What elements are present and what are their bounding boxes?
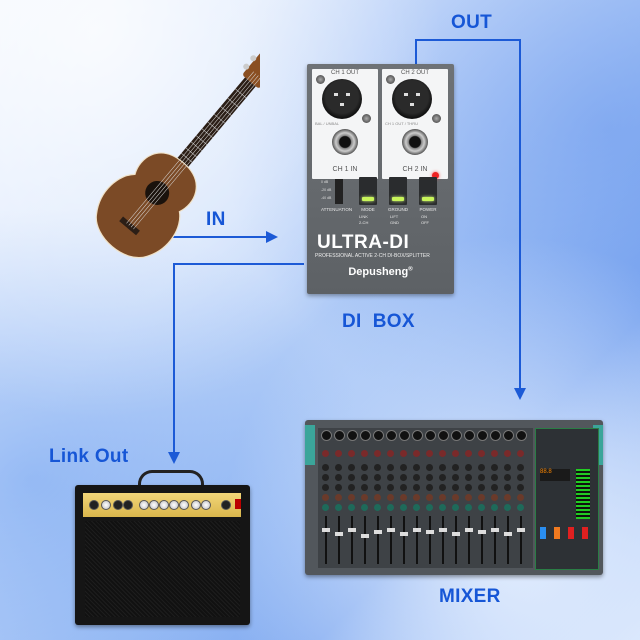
- ch2-xlr-output-icon: [392, 79, 432, 119]
- power-opt-on: ON: [421, 214, 427, 219]
- in-label: IN: [206, 209, 226, 230]
- power-switch[interactable]: [419, 177, 437, 205]
- mode-opt-2ch: 2-CH: [359, 220, 369, 225]
- mode-opt-link: LINK: [359, 214, 368, 219]
- power-opt-off: OFF: [421, 220, 429, 225]
- power-led-icon: [432, 172, 439, 179]
- out-label: OUT: [451, 12, 493, 33]
- link-out-wire: [168, 263, 304, 464]
- mixer-device: 88.8: [305, 420, 603, 575]
- screw-icon: [432, 114, 441, 123]
- amp-handle: [138, 470, 204, 491]
- mixer-label: MIXER: [439, 586, 501, 607]
- atten-40db: -40 dB: [321, 196, 332, 200]
- ch1-in-label: CH 1 IN: [332, 166, 358, 173]
- amp-control-panel: [83, 493, 241, 517]
- ch2-panel: CH 2 OUT CH 1 OUT / THRU CH 2 IN: [382, 69, 448, 179]
- out-wire: [415, 39, 526, 400]
- brand-title: ULTRA-DI: [317, 232, 410, 253]
- mode-switch[interactable]: [359, 177, 377, 205]
- ch2-input-jack-icon: [402, 129, 428, 155]
- screw-icon: [316, 75, 325, 84]
- di-box-label: DI BOX: [342, 311, 415, 332]
- ch2-in-label: CH 2 IN: [402, 166, 428, 173]
- mixer-display: 88.8: [540, 469, 570, 481]
- attenuation-slider[interactable]: [335, 179, 343, 204]
- amp-speaker-grill: [85, 521, 240, 617]
- screw-icon: [362, 114, 371, 123]
- power-label: POWER: [419, 207, 437, 212]
- atten-20db: -20 dB: [321, 188, 332, 192]
- ch1-input-jack-icon: [332, 129, 358, 155]
- ch1-out-label: CH 1 OUT: [330, 70, 359, 76]
- ch1-panel: CH 1 OUT BAL / UNBAL CH 1 IN: [312, 69, 378, 179]
- mixer-channel-strips: [318, 428, 533, 568]
- ch1-thru-label: CH 1 OUT / THRU: [385, 121, 418, 126]
- di-box-device: CH 1 OUT BAL / UNBAL CH 1 IN CH 2 OUT CH…: [307, 64, 454, 294]
- ground-opt-gnd: GND: [390, 220, 399, 225]
- ukulele-icon: [95, 53, 260, 259]
- atten-0db: 0 dB: [321, 180, 329, 184]
- screw-icon: [386, 75, 395, 84]
- ch2-out-label: CH 2 OUT: [400, 70, 429, 76]
- brand-subtitle: PROFESSIONAL ACTIVE 2-CH DI-BOX/SPLITTER: [315, 253, 430, 259]
- guitar-amp-device: [75, 485, 250, 625]
- ground-opt-lift: LIFT: [390, 214, 399, 219]
- maker-logo: Depusheng®: [348, 266, 413, 278]
- mode-label: MODE: [361, 207, 375, 212]
- ground-label: GROUND: [388, 207, 408, 212]
- ground-switch[interactable]: [389, 177, 407, 205]
- ch1-xlr-output-icon: [322, 79, 362, 119]
- level-meter: [576, 469, 590, 519]
- attenuation-label: ATTENUATION: [321, 207, 353, 212]
- link-out-label: Link Out: [49, 446, 129, 467]
- bal-unbal-label: BAL / UNBAL: [315, 121, 340, 126]
- amp-power-switch: [235, 499, 241, 509]
- mixer-master-section: 88.8: [535, 428, 599, 570]
